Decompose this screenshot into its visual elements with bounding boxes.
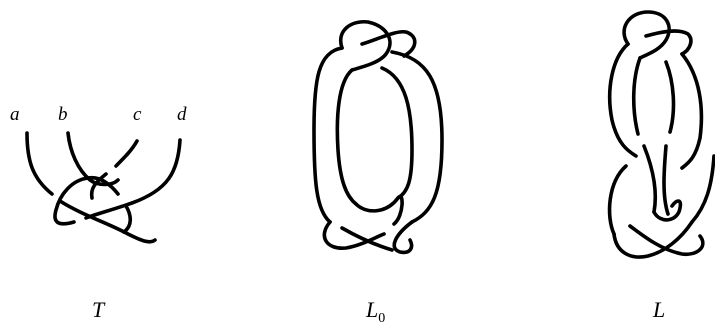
endpoint-label-c: c bbox=[133, 104, 142, 125]
l0-caption: L0 bbox=[365, 297, 385, 326]
tangle-caption: T bbox=[92, 297, 106, 322]
link-l0: L0 bbox=[314, 22, 442, 326]
endpoint-label-d: d bbox=[177, 104, 187, 125]
l-outer-right-top bbox=[682, 54, 701, 168]
endpoint-label-b: b bbox=[58, 104, 68, 125]
tangle-strand-b-lower bbox=[124, 206, 130, 232]
l0-caption-main: L bbox=[365, 297, 378, 322]
tangle-strand-a bbox=[27, 133, 52, 194]
l-outer-left-bottom bbox=[610, 166, 626, 234]
l0-caption-subscript: 0 bbox=[378, 311, 385, 326]
l0-top-clasp-1 bbox=[341, 22, 390, 70]
l-caption: L bbox=[652, 297, 665, 322]
l0-bottom-clasp-1 bbox=[356, 196, 402, 224]
endpoint-label-a: a bbox=[10, 104, 20, 125]
l-inner-left bbox=[634, 58, 640, 134]
link-l: L bbox=[610, 12, 714, 322]
l-middle-crossing-2 bbox=[664, 146, 668, 214]
l-outer-right-bottom bbox=[692, 156, 714, 222]
tangle-strand-c bbox=[116, 141, 137, 166]
l-bottom-clasp-3 bbox=[630, 226, 703, 254]
l0-inner-right bbox=[382, 68, 412, 198]
tangle-t: a b c d T bbox=[10, 104, 187, 322]
l0-bottom-clasp-3 bbox=[394, 222, 412, 252]
l0-inner-left bbox=[337, 70, 356, 204]
l-bottom-clasp-2 bbox=[614, 222, 692, 257]
l-middle-crossing-1 bbox=[644, 146, 655, 212]
l-inner-right bbox=[666, 62, 673, 132]
